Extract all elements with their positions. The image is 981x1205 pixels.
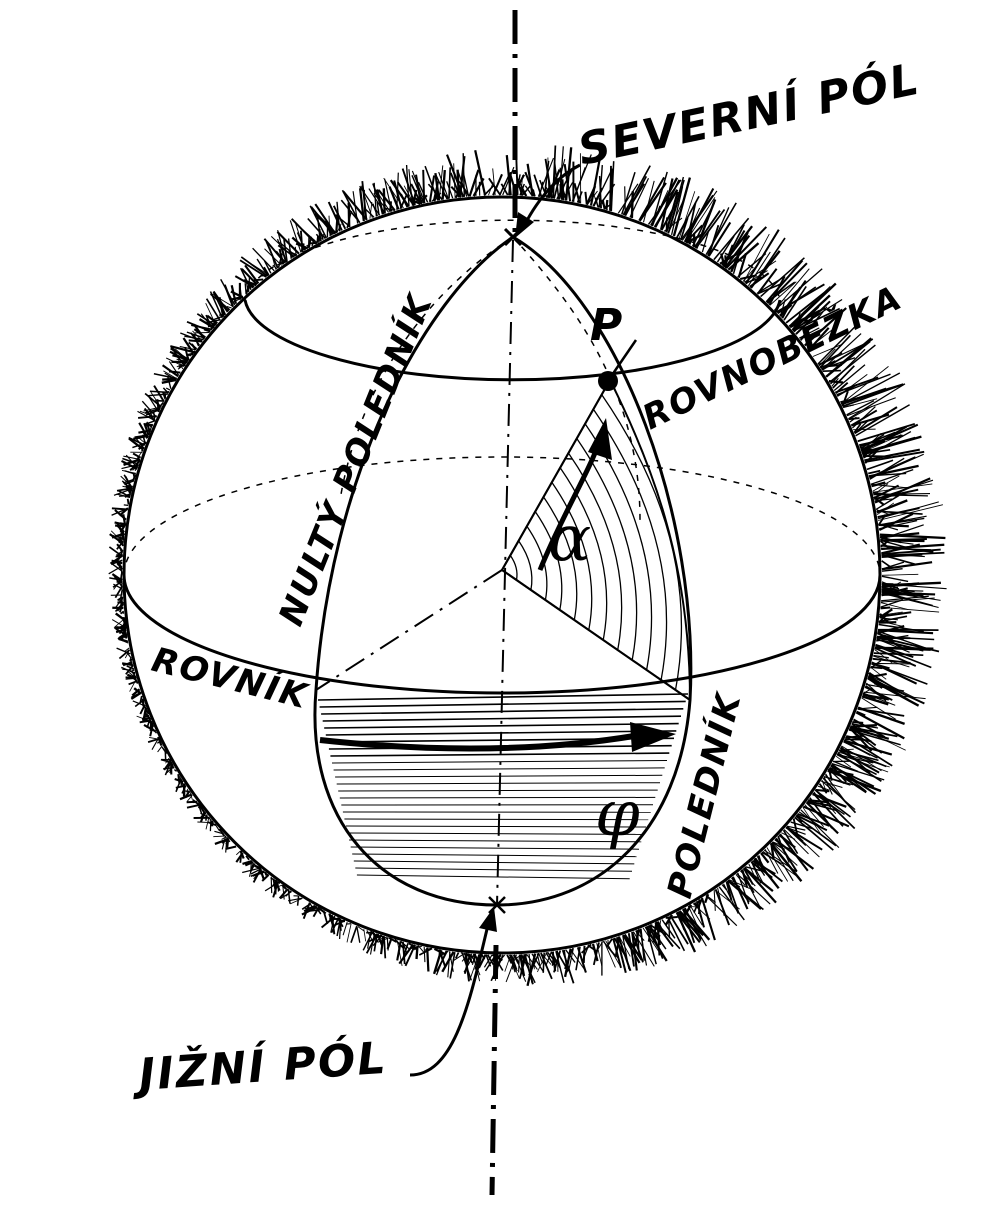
label-south-pole: JIŽNÍ PÓL <box>129 1031 389 1102</box>
point-p-dot <box>598 371 618 391</box>
sphere <box>124 197 880 953</box>
label-north-pole: SEVERNÍ PÓL <box>573 52 924 176</box>
label-longitude-symbol: φ <box>595 777 640 851</box>
label-point-p: P <box>590 300 624 351</box>
polar-axis-bottom <box>492 945 496 1195</box>
label-latitude-symbol: α <box>548 502 591 576</box>
